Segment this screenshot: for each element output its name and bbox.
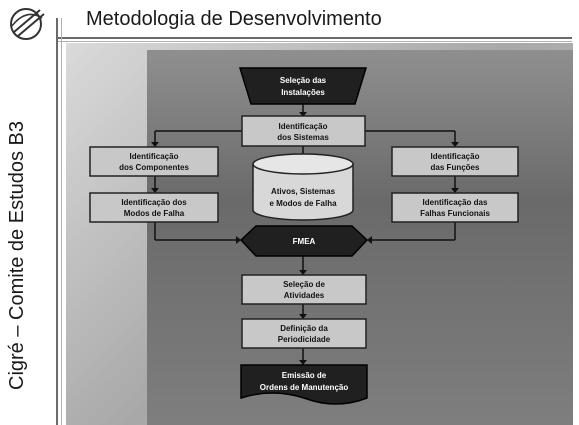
selecao-atividades-line2: Atividades: [284, 291, 325, 300]
selecao-instalacoes-node: Seleção das Instalações: [238, 67, 368, 105]
identificacao-sistemas-line1: Identificação: [279, 122, 328, 131]
identificacao-componentes-node: Identificação dos Componentes: [89, 146, 219, 177]
identificacao-modos-falha-node: Identificação dos Modos de Falha: [89, 192, 219, 223]
definicao-periodicidade-line1: Definição da: [280, 324, 328, 333]
emissao-ordens-line1: Emissão de: [282, 371, 327, 380]
identificacao-funcoes-node: Identificação das Funções: [391, 146, 519, 177]
selecao-instalacoes-line2: Instalações: [281, 88, 325, 97]
database-line1: Ativos, Sistemas: [271, 187, 336, 196]
page-title: Metodologia de Desenvolvimento: [86, 8, 382, 30]
identificacao-falhas-funcionais-line1: Identificação das: [423, 198, 488, 207]
emissao-ordens-line2: Ordens de Manutenção: [260, 383, 349, 392]
selecao-atividades-line1: Seleção de: [283, 280, 325, 289]
identificacao-componentes-line2: dos Componentes: [119, 163, 189, 172]
arrowheads: [151, 112, 459, 365]
cigre-logo-icon: [6, 2, 50, 44]
selecao-instalacoes-line1: Seleção das: [280, 76, 327, 85]
title-rule-thin: [56, 41, 572, 42]
selecao-atividades-node: Seleção de Atividades: [241, 274, 367, 305]
identificacao-modos-falha-line2: Modos de Falha: [124, 209, 185, 218]
definicao-periodicidade-node: Definição da Periodicidade: [241, 318, 367, 349]
fmea-label: FMEA: [293, 237, 316, 246]
identificacao-falhas-funcionais-line2: Falhas Funcionais: [420, 209, 490, 218]
identificacao-sistemas-line2: dos Sistemas: [277, 133, 329, 142]
side-rule-thin: [61, 18, 62, 425]
identificacao-funcoes-line2: das Funções: [431, 163, 480, 172]
side-rule: [56, 18, 58, 425]
database-line2: e Modos de Falha: [269, 199, 337, 208]
emissao-ordens-node: Emissão de Ordens de Manutenção: [240, 364, 368, 405]
title-rule: [56, 37, 572, 39]
identificacao-modos-falha-line1: Identificação dos: [121, 198, 187, 207]
identificacao-falhas-funcionais-node: Identificação das Falhas Funcionais: [391, 192, 519, 223]
fmea-node: FMEA: [239, 225, 369, 257]
identificacao-funcoes-line1: Identificação: [431, 152, 480, 161]
definicao-periodicidade-line2: Periodicidade: [278, 335, 331, 344]
identificacao-sistemas-node: Identificação dos Sistemas: [241, 115, 366, 147]
identificacao-componentes-line1: Identificação: [130, 152, 179, 161]
database-node: Ativos, Sistemas e Modos de Falha: [252, 153, 354, 221]
connectors: [154, 104, 456, 364]
